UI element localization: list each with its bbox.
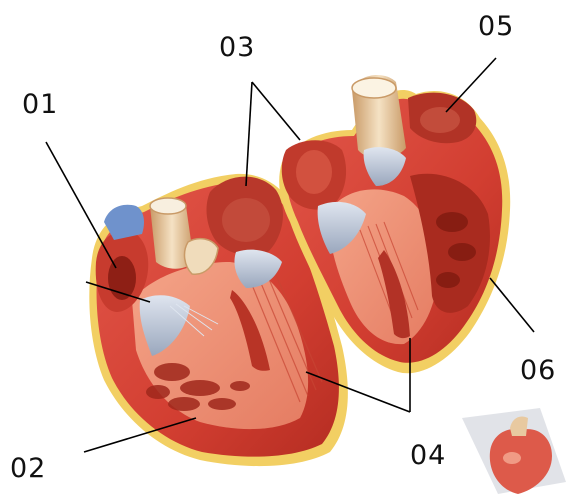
label-02: 02 <box>10 455 46 482</box>
thumbnail-highlight <box>503 452 521 464</box>
left-atrium-interior <box>222 198 270 242</box>
left-atrium-top-interior <box>420 107 460 133</box>
label-06: 06 <box>520 357 556 384</box>
leader-line-03a <box>246 82 252 186</box>
label-03: 03 <box>219 34 255 61</box>
leader-line-01 <box>46 142 116 268</box>
pulmonary-artery-opening <box>150 198 186 214</box>
leader-line-03b <box>252 82 300 140</box>
label-01: 01 <box>22 91 58 118</box>
label-04: 04 <box>410 442 446 469</box>
aorta-opening <box>352 78 396 98</box>
orientation-thumbnail <box>462 408 566 494</box>
leader-line-06 <box>490 278 534 332</box>
outflow-chamber-interior <box>296 150 332 194</box>
label-05: 05 <box>478 13 514 40</box>
leader-line-05 <box>446 58 496 112</box>
